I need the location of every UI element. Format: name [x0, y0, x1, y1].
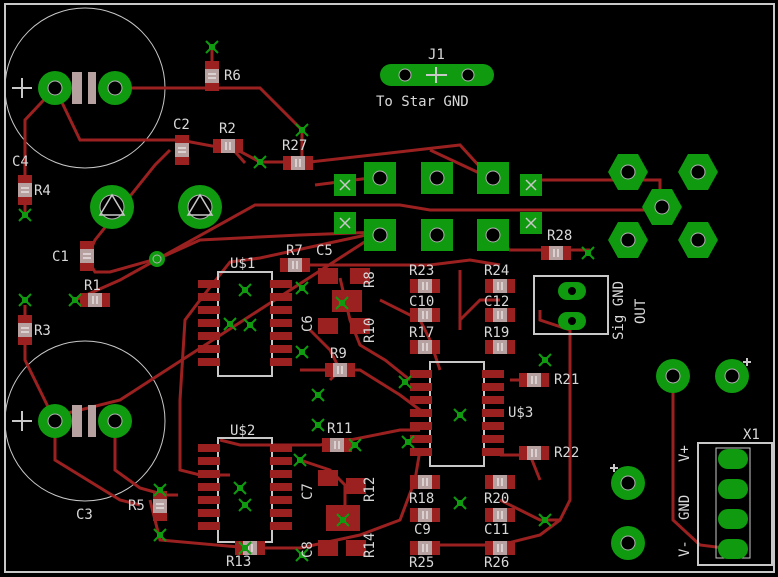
r28-label: R28 [547, 228, 573, 244]
c5-label: C5 [316, 243, 333, 259]
c9-label: C9 [414, 522, 431, 538]
r23-resistor[interactable] [409, 278, 441, 294]
sma-connector[interactable] [607, 153, 719, 259]
r26-resistor[interactable] [484, 540, 516, 556]
r12-label: R12 [362, 476, 378, 502]
c4-label: C4 [12, 154, 29, 170]
c3-label: C3 [76, 507, 93, 523]
c12-capacitor[interactable] [484, 307, 516, 323]
u2-label: U$2 [230, 423, 256, 439]
out-label: OUT [633, 298, 649, 324]
j1-label: J1 [428, 47, 445, 63]
r7-resistor[interactable] [279, 257, 311, 273]
r10-label: R10 [362, 317, 378, 343]
r25-resistor[interactable] [409, 540, 441, 556]
r20-resistor[interactable] [484, 474, 516, 490]
c10-label: C10 [409, 294, 435, 310]
r3-label: R3 [34, 323, 51, 339]
c9-capacitor[interactable] [409, 507, 441, 523]
c2-label: C2 [173, 117, 190, 133]
r19-resistor[interactable] [484, 339, 516, 355]
r27-resistor[interactable] [282, 155, 314, 171]
r21-label: R21 [554, 372, 580, 388]
c3-outline [4, 340, 166, 502]
r18-label: R18 [409, 491, 435, 507]
power-pads[interactable] [610, 358, 751, 561]
r18-resistor[interactable] [409, 474, 441, 490]
r2-resistor[interactable] [212, 138, 244, 154]
r4-resistor[interactable] [17, 174, 33, 206]
r25-label: R25 [409, 555, 435, 571]
to-star-gnd-label: To Star GND [376, 94, 469, 110]
r17-label: R17 [409, 325, 435, 341]
r19-label: R19 [484, 325, 510, 341]
r28-resistor[interactable] [540, 245, 572, 261]
c6-label: C6 [300, 315, 316, 332]
via-r1 [148, 250, 166, 268]
c10-capacitor[interactable] [409, 307, 441, 323]
r9-resistor[interactable] [324, 362, 356, 378]
r7-label: R7 [286, 243, 303, 259]
c2-capacitor[interactable] [174, 134, 190, 166]
c7-label: C7 [300, 483, 316, 500]
mount-pad-left[interactable] [89, 184, 135, 230]
r22-resistor[interactable] [518, 445, 550, 461]
r24-label: R24 [484, 263, 510, 279]
r3-resistor[interactable] [17, 314, 33, 346]
r6-label: R6 [224, 68, 241, 84]
x1-terminal[interactable] [697, 442, 773, 566]
r9-label: R9 [330, 346, 347, 362]
c1-label: C1 [52, 249, 69, 265]
r24-resistor[interactable] [484, 278, 516, 294]
u1-label: U$1 [230, 256, 256, 272]
u2-ic[interactable] [198, 437, 292, 543]
c12-label: C12 [484, 294, 510, 310]
r14-label: R14 [362, 532, 378, 558]
c4-cap[interactable] [12, 70, 133, 106]
u1-ic[interactable] [198, 271, 292, 377]
c11-label: C11 [484, 522, 510, 538]
c1-capacitor[interactable] [79, 240, 95, 272]
mount-pad-right[interactable] [177, 184, 223, 230]
r27-label: R27 [282, 138, 308, 154]
r8-label: R8 [362, 271, 378, 288]
gnd-label: GND [677, 494, 693, 520]
r26-label: R26 [484, 555, 510, 571]
v-minus-label: V- [677, 540, 693, 557]
r13-label: R13 [226, 554, 252, 570]
c3-cap[interactable] [12, 403, 133, 439]
r11-resistor[interactable] [321, 437, 353, 453]
r1-label: R1 [84, 278, 101, 294]
j1-jumper[interactable] [380, 64, 494, 86]
r22-label: R22 [554, 445, 580, 461]
r21-resistor[interactable] [518, 372, 550, 388]
r20-label: R20 [484, 491, 510, 507]
c11-capacitor[interactable] [484, 507, 516, 523]
r4-label: R4 [34, 183, 51, 199]
r1-resistor[interactable] [79, 292, 111, 308]
board-outline [4, 3, 775, 573]
c8-label: C8 [300, 541, 316, 558]
r5-label: R5 [128, 498, 145, 514]
v-plus-label: V+ [677, 445, 693, 462]
r6-resistor[interactable] [204, 60, 220, 92]
r23-label: R23 [409, 263, 435, 279]
u3-ic[interactable] [410, 361, 504, 467]
sig-gnd-label: Sig GND [611, 280, 627, 340]
sig-gnd-out-connector[interactable] [533, 275, 609, 335]
x1-label: X1 [743, 427, 760, 443]
r11-label: R11 [327, 421, 353, 437]
header-pads[interactable] [334, 161, 542, 252]
u3-label: U$3 [508, 405, 534, 421]
r2-label: R2 [219, 121, 236, 137]
r17-resistor[interactable] [409, 339, 441, 355]
